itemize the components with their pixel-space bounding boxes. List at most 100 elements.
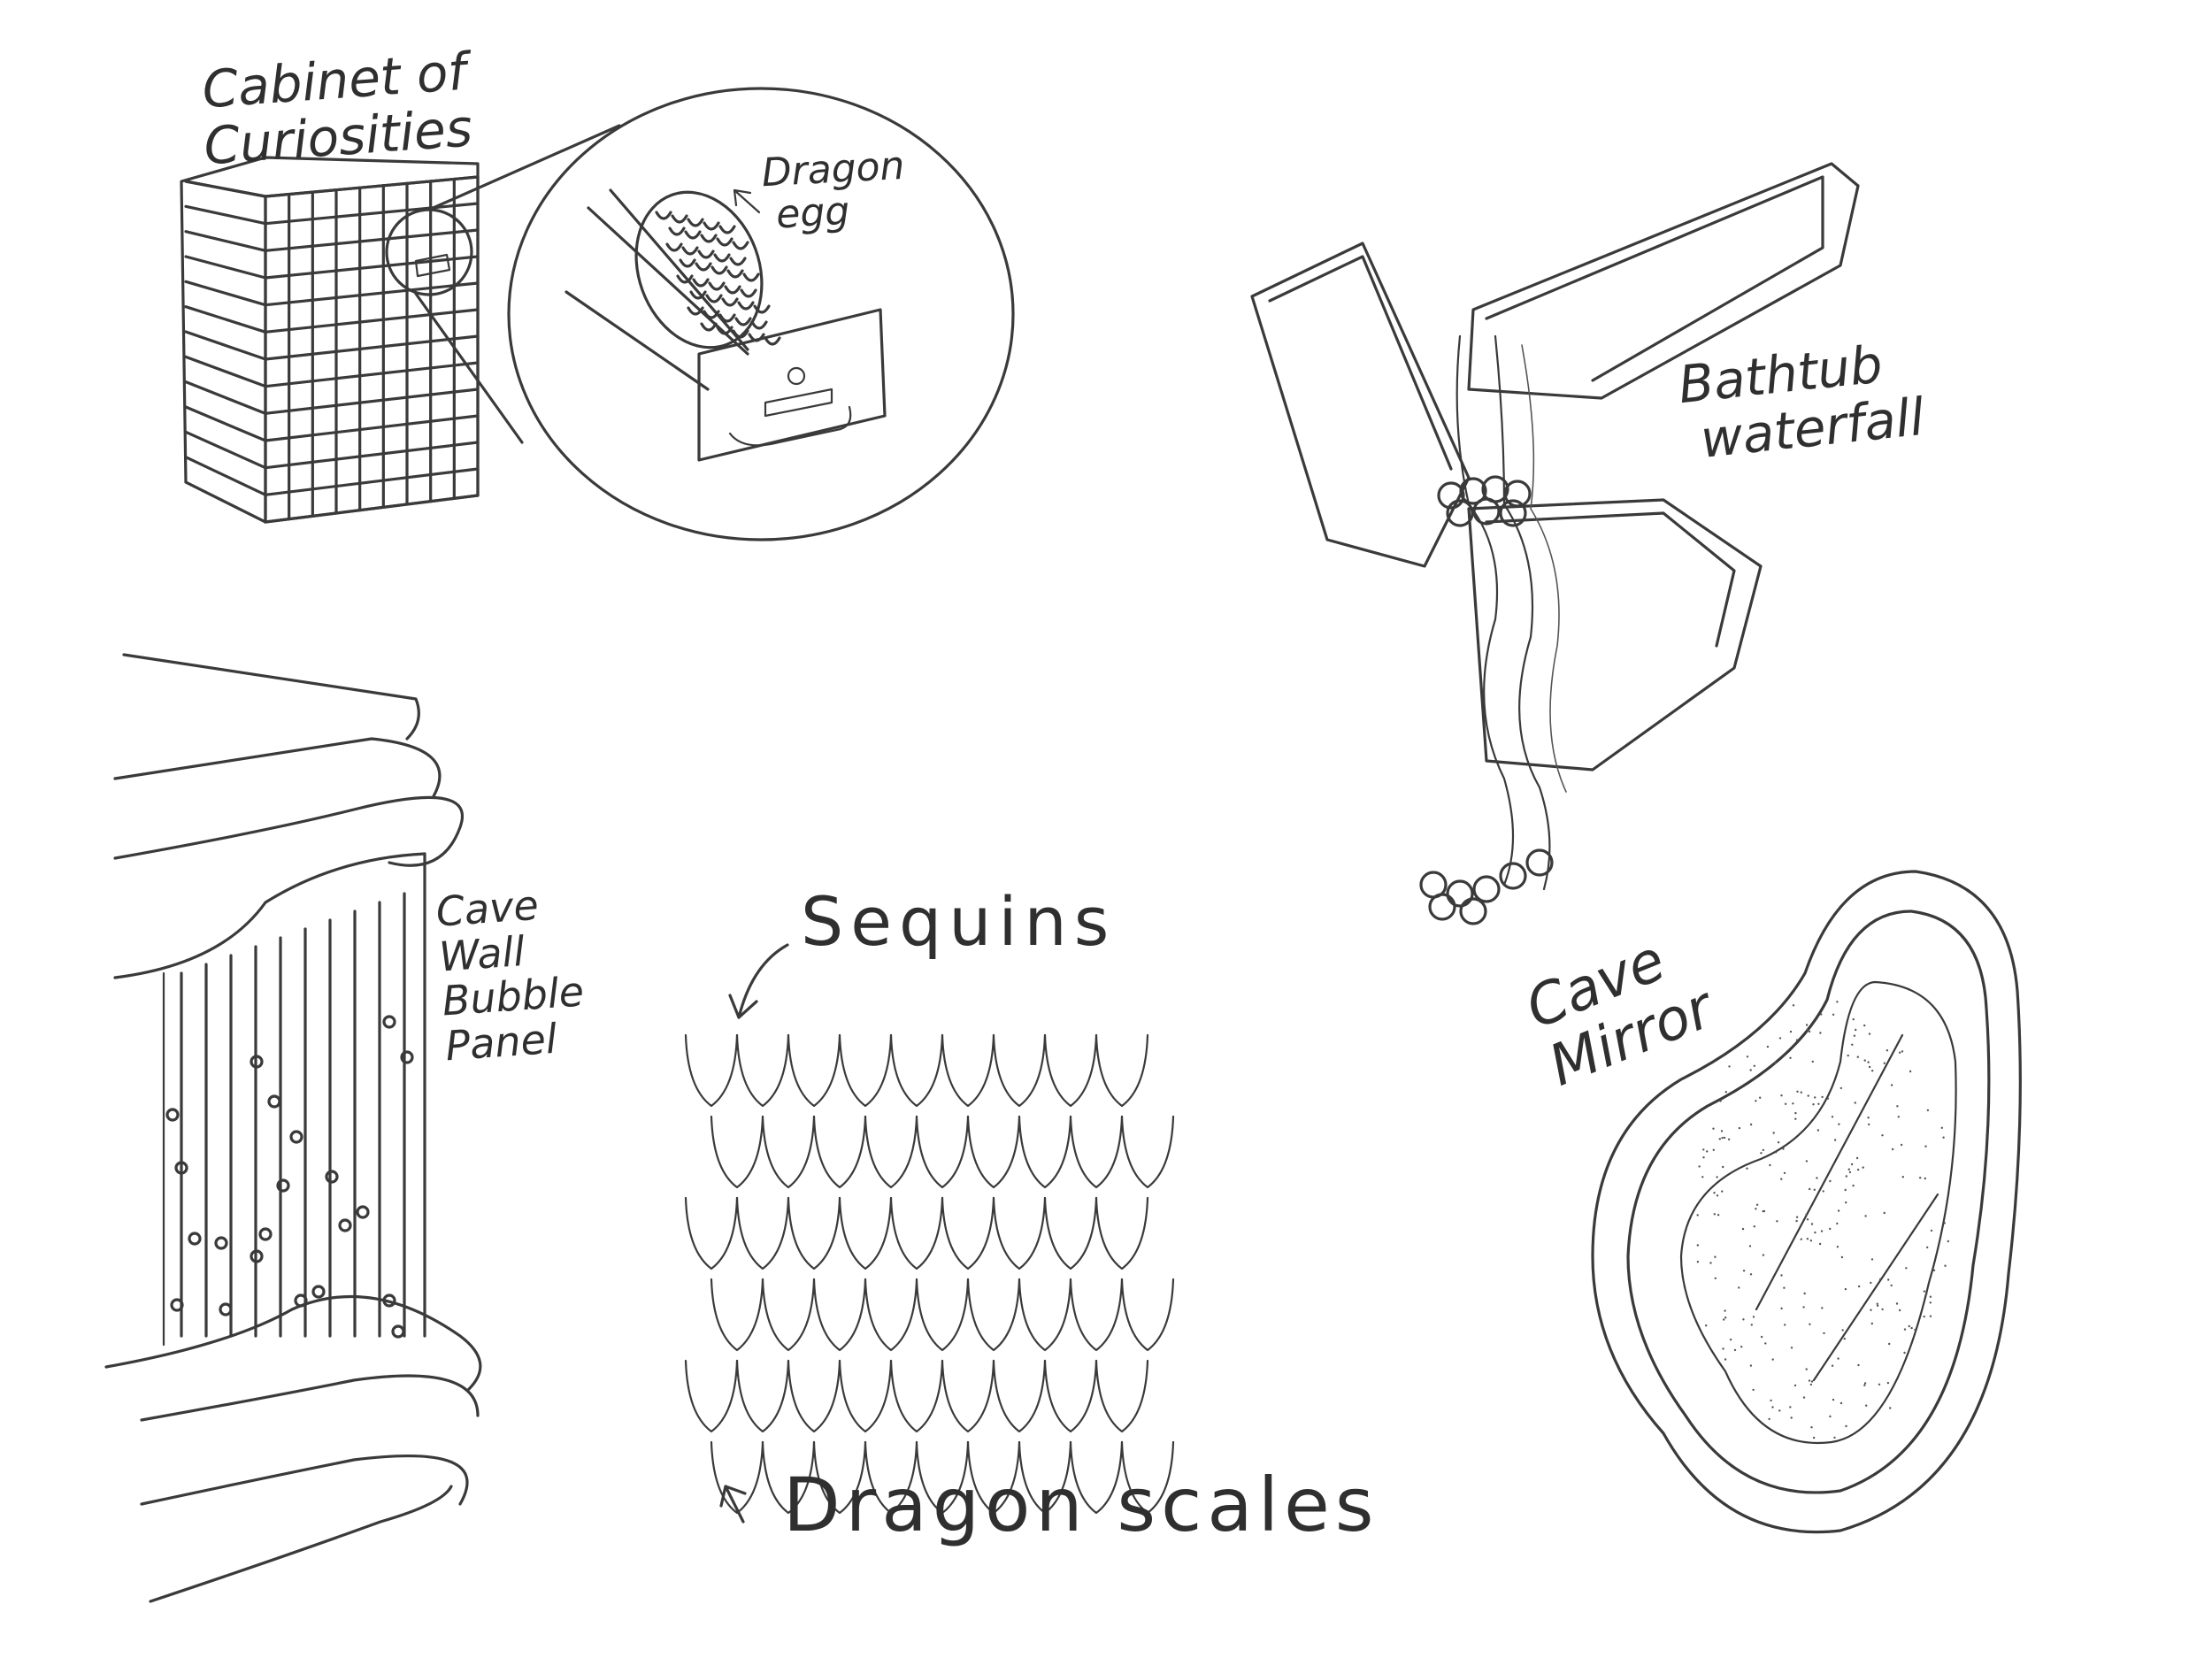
mirror-speck <box>1749 1069 1752 1071</box>
mirror-speck <box>1930 1229 1933 1232</box>
egg-scale <box>676 274 694 284</box>
egg-scale <box>742 272 760 282</box>
mirror-speck <box>1789 1056 1792 1060</box>
egg-scale <box>705 294 723 303</box>
foam-bubble <box>1472 875 1501 903</box>
mirror-speck <box>1823 1332 1825 1335</box>
mirror-speck <box>1764 1342 1767 1345</box>
mirror-speck <box>1727 1138 1731 1141</box>
mirror-speck <box>1723 1136 1726 1140</box>
wall-bubble <box>382 1015 396 1029</box>
egg-scale <box>681 246 699 256</box>
mirror-speck <box>1870 1258 1874 1261</box>
cabinet-grid-line <box>264 202 480 226</box>
mirror-speck <box>1856 1055 1859 1058</box>
mirror-speck <box>1778 1409 1781 1412</box>
mirror-speck <box>1847 1168 1850 1171</box>
bathtub-waterfall-label: Bathtub waterfall <box>1675 334 1927 472</box>
mirror-speck <box>1793 1384 1797 1387</box>
mirror-speck <box>1863 1059 1866 1062</box>
dragon-scale <box>1043 1359 1098 1433</box>
mirror-speck <box>1855 1028 1857 1032</box>
dragon-scale <box>812 1278 867 1352</box>
mirror-speck <box>1923 1315 1925 1318</box>
cabinet-illustration <box>180 124 621 524</box>
cabinet-side-line <box>184 180 267 198</box>
mirror-speck <box>1696 1244 1700 1247</box>
mirror-speck <box>1795 1039 1799 1041</box>
dragon-scale <box>710 1440 764 1515</box>
mirror-speck <box>1762 1254 1765 1256</box>
cabinet-side-line <box>184 305 267 334</box>
cabinet-grid-line <box>264 494 480 524</box>
mirror-speck <box>1805 1160 1809 1163</box>
dragon-scale <box>838 1033 893 1108</box>
mirror-speck <box>1800 1091 1803 1094</box>
mirror-speck <box>1908 1324 1910 1328</box>
egg-scale <box>687 306 704 316</box>
dragon-scale <box>992 1196 1047 1270</box>
mirror-speck <box>1794 1111 1797 1115</box>
wall-bubble <box>165 1108 180 1122</box>
wall-bubble <box>400 1050 414 1064</box>
mirror-speck <box>1854 1101 1856 1104</box>
egg-scale <box>703 221 720 231</box>
mirror-speck <box>1759 1096 1762 1099</box>
mirror-speck <box>1889 1407 1892 1409</box>
mirror-speck <box>1795 1219 1798 1223</box>
mirror-speck <box>1696 1214 1699 1217</box>
mirror-speck <box>1808 1379 1811 1382</box>
mirror-speck <box>1870 1281 1872 1285</box>
mirror-speck <box>1805 1213 1808 1217</box>
mirror-speck <box>1856 1168 1860 1171</box>
dragon-scale <box>1120 1278 1175 1352</box>
mirror-speck <box>1863 1384 1866 1386</box>
mirror-speck <box>1783 1286 1786 1289</box>
dragon-scale <box>966 1440 1021 1515</box>
cabinet-side-line <box>184 380 267 415</box>
dragon-scale <box>838 1359 893 1433</box>
wall-bubble <box>258 1227 273 1241</box>
mirror-speck <box>1714 1277 1717 1280</box>
mirror-speck <box>1806 1028 1809 1032</box>
wall-bubble <box>174 1161 188 1175</box>
mirror-speck <box>1748 1245 1752 1247</box>
mirror-speck <box>1840 1255 1844 1259</box>
mirror-speck <box>1890 1284 1893 1287</box>
mirror-speck <box>1850 1163 1854 1166</box>
cabinet-side-line <box>184 255 267 280</box>
wall-bubble <box>391 1324 405 1339</box>
dragon-scale <box>812 1440 867 1515</box>
wall-bubble <box>214 1236 228 1250</box>
egg-scale <box>724 285 741 295</box>
mirror-speck <box>1768 1417 1770 1421</box>
egg-scale <box>697 249 715 259</box>
mirror-speck <box>1807 1094 1809 1097</box>
mirror-speck <box>1868 1123 1870 1126</box>
cabinet-grid-line <box>264 255 480 280</box>
mirror-speck <box>1723 1318 1725 1321</box>
dragon-scale <box>735 1196 790 1270</box>
mirror-speck <box>1821 1095 1824 1099</box>
cabinet-grid-line <box>264 281 480 307</box>
egg-scale <box>655 211 672 220</box>
mirror-speck <box>1845 1424 1847 1428</box>
mirror-speck <box>1903 1351 1906 1355</box>
mirror-speck <box>1718 1138 1722 1140</box>
dragon-scale <box>889 1359 944 1433</box>
mirror-speck <box>1755 1100 1757 1102</box>
mirror-speck <box>1800 1238 1803 1240</box>
dragon-scale <box>1018 1278 1072 1352</box>
mirror-speck <box>1926 1246 1929 1249</box>
mirror-speck <box>1766 1045 1770 1048</box>
cave-wall-bubble-panel-label: Cave Wall Bubble Panel <box>434 880 586 1071</box>
egg-scale <box>734 317 752 326</box>
wall-bubble <box>267 1094 281 1109</box>
mirror-speck <box>1876 1302 1878 1305</box>
mirror-speck <box>1883 1211 1886 1215</box>
mirror-speck <box>1829 1179 1832 1183</box>
mirror-speck <box>1881 1134 1884 1137</box>
wall-bubble <box>188 1232 202 1246</box>
mirror-speck <box>1811 1060 1814 1063</box>
mirror-speck <box>1702 1148 1705 1151</box>
